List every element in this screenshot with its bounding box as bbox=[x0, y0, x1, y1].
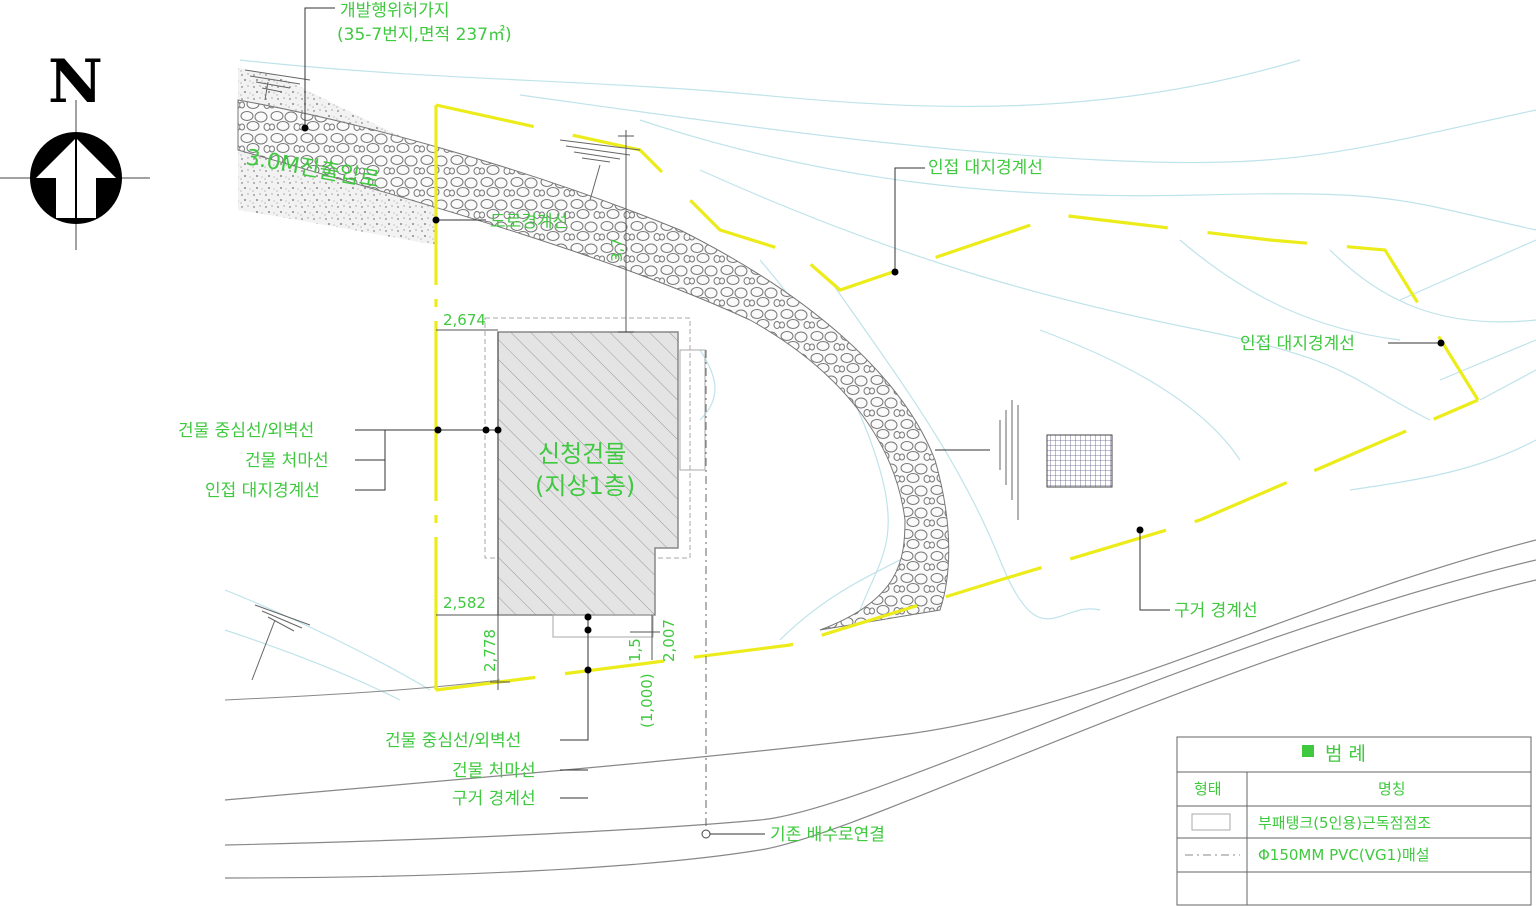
legend-row-2-name: Φ150MM PVC(VG1)매설 bbox=[1258, 846, 1430, 864]
legend-septic-symbol bbox=[1191, 813, 1231, 831]
label-bottom-eave: 건물 처마선 bbox=[452, 761, 536, 781]
legend-title-marker bbox=[1302, 745, 1314, 757]
label-road-boundary: 도로경계선 bbox=[490, 212, 568, 232]
north-arrow: N bbox=[0, 47, 150, 250]
dim-bottom-offset: 2,582 bbox=[443, 594, 486, 612]
dim-top-offset: 2,674 bbox=[443, 311, 486, 329]
dim-road-offset: 3,7 bbox=[608, 238, 626, 262]
building-annex bbox=[679, 349, 706, 471]
north-letter: N bbox=[48, 47, 103, 117]
label-bottom-center-wall: 건물 중심선/외벽선 bbox=[385, 731, 521, 751]
drain-connection-point bbox=[701, 829, 711, 839]
label-adjacent-top: 인접 대지경계선 bbox=[928, 158, 1043, 178]
road-lines bbox=[224, 539, 1536, 879]
dim-small-vertical: 1,5 bbox=[626, 638, 644, 662]
label-adjacent-right: 인접 대지경계선 bbox=[1240, 334, 1355, 354]
label-building-name-2: (지상1층) bbox=[535, 472, 635, 500]
label-dev-permit-1: 개발행위허가지 bbox=[340, 1, 449, 21]
label-left-center-wall: 건물 중심선/외벽선 bbox=[178, 421, 314, 441]
stone-retaining-wall bbox=[237, 99, 950, 631]
leader-lines bbox=[301, 7, 1445, 835]
dimension-labels: 2,674 2,582 2,778 2,007 1,5 (1,000) 3,7 bbox=[443, 238, 678, 728]
legend-col-name: 명칭 bbox=[1378, 780, 1406, 798]
dim-right-vertical: 2,007 bbox=[660, 619, 678, 662]
legend-table: 범 례 형태 명칭 부패탱크(5인용)근독점점조 Φ150MM PVC(VG1)… bbox=[1176, 736, 1532, 906]
legend-row-1-name: 부패탱크(5인용)근독점점조 bbox=[1258, 814, 1431, 832]
legend-col-symbol: 형태 bbox=[1194, 780, 1222, 798]
label-building-name-1: 신청건물 bbox=[538, 440, 626, 468]
label-drain-connection: 기존 배수로연결 bbox=[770, 825, 885, 845]
label-ditch-right: 구거 경계선 bbox=[1174, 601, 1258, 621]
dimension-lines bbox=[436, 130, 660, 690]
septic-tank-symbol bbox=[552, 614, 654, 638]
drainage-grate bbox=[1046, 434, 1113, 488]
label-bottom-ditch: 구거 경계선 bbox=[452, 789, 536, 809]
dim-left-vertical: 2,778 bbox=[481, 629, 499, 672]
label-left-adjacent: 인접 대지경계선 bbox=[205, 481, 320, 501]
slope-symbols bbox=[244, 69, 1019, 681]
boundary-lines bbox=[434, 103, 1480, 692]
annotation-labels: 개발행위허가지 (35-7번지,면적 237㎡) 3.0M진출입로 도로경계선 … bbox=[178, 1, 1355, 845]
label-left-eave: 건물 처마선 bbox=[245, 451, 329, 471]
label-dev-permit-2: (35-7번지,면적 237㎡) bbox=[337, 25, 512, 45]
dim-bracket-value: (1,000) bbox=[638, 673, 656, 728]
legend-title: 범 례 bbox=[1325, 743, 1366, 765]
